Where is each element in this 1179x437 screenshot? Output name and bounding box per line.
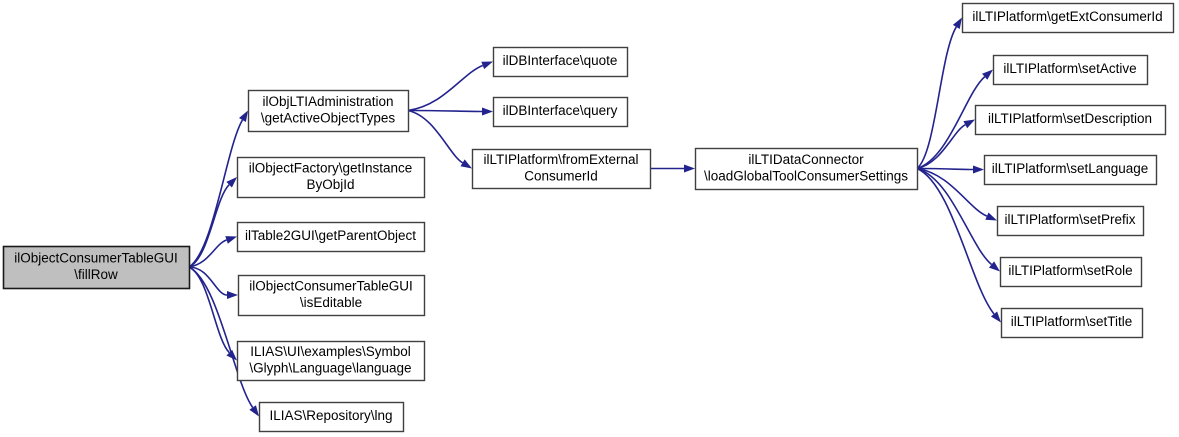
graph-node-setPrefix[interactable]: ilLTIPlatform\setPrefix	[996, 205, 1145, 237]
call-edge-arrowhead	[225, 236, 237, 244]
node-box-getActiveObjectTypes[interactable]	[247, 89, 410, 133]
call-edge-root-to-isEditable	[188, 266, 228, 296]
call-edge-arrowhead	[963, 119, 975, 129]
node-box-getInstanceByObjId[interactable]	[236, 156, 426, 199]
node-box-setTitle[interactable]	[1000, 307, 1144, 339]
graph-node-glyphLanguage[interactable]: ILIAS\UI\examples\Symbol\Glyph\Language\…	[236, 340, 426, 382]
graph-node-getExtConsumerId[interactable]: ilLTIPlatform\getExtConsumerId	[961, 2, 1175, 34]
call-edge-arrowhead	[238, 110, 248, 123]
graph-node-repositoryLng[interactable]: ILIAS\Repository\lng	[258, 401, 405, 433]
node-label-getActiveObjectTypes: \getActiveObjectTypes	[261, 110, 396, 125]
graph-node-setRole[interactable]: ilLTIPlatform\setRole	[999, 256, 1143, 288]
edge-layer	[188, 17, 1001, 417]
call-edge-arrowhead	[684, 164, 695, 173]
call-edge-loadGlobalToolConsumerSettings-to-setPrefix	[916, 167, 988, 217]
call-edge-root-to-getActiveObjectTypes	[188, 119, 244, 268]
node-box-dbQuote[interactable]	[492, 46, 629, 78]
node-label-dbQuote: ilDBInterface\quote	[503, 53, 618, 68]
node-box-setActive[interactable]	[992, 54, 1149, 86]
graph-node-root[interactable]: ilObjectConsumerTableGUI \fillRow	[2, 245, 191, 290]
node-label-fromExternalConsumerId: ConsumerId	[524, 168, 598, 183]
node-label-getInstanceByObjId: ByObjId	[306, 177, 354, 192]
node-label-setPrefix: ilLTIPlatform\setPrefix	[1004, 212, 1135, 227]
graph-node-setDescription[interactable]: ilLTIPlatform\setDescription	[974, 104, 1167, 136]
call-edge-arrowhead	[982, 69, 993, 80]
node-label-isEditable: \isEditable	[300, 295, 362, 310]
call-edge-arrowhead	[249, 405, 259, 417]
graph-node-getActiveObjectTypes[interactable]: ilObjLTIAdministration\getActiveObjectTy…	[247, 89, 410, 133]
call-edge-arrowhead	[988, 261, 1000, 272]
call-edge-arrowhead	[952, 17, 962, 29]
call-edge-getActiveObjectTypes-to-dbQuery	[407, 109, 483, 113]
node-box-setLanguage[interactable]	[983, 154, 1158, 186]
call-edge-arrowhead	[227, 291, 238, 299]
graph-node-setTitle[interactable]: ilLTIPlatform\setTitle	[1000, 307, 1144, 339]
node-label-dbQuery: ilDBInterface\query	[503, 103, 618, 118]
call-edge-arrowhead	[460, 159, 472, 169]
call-edge-getActiveObjectTypes-to-dbQuote	[407, 64, 484, 112]
node-box-glyphLanguage[interactable]	[236, 340, 426, 382]
call-edge-root-to-getInstanceByObjId	[188, 184, 230, 268]
node-label-setActive: ilLTIPlatform\setActive	[1003, 61, 1136, 76]
node-label-isEditable: ilObjectConsumerTableGUI	[249, 278, 413, 293]
node-label-getParentObject: ilTable2GUI\getParentObject	[245, 228, 416, 243]
call-edge-loadGlobalToolConsumerSettings-to-setActive	[916, 76, 986, 170]
node-box-setRole[interactable]	[999, 256, 1143, 288]
node-label-getInstanceByObjId: ilObjectFactory\getInstance	[249, 160, 413, 175]
node-box-loadGlobalToolConsumerSettings[interactable]	[694, 147, 919, 191]
call-edge-arrowhead	[482, 107, 493, 116]
graph-node-loadGlobalToolConsumerSettings[interactable]: ilLTIDataConnector\loadGlobalToolConsume…	[694, 147, 919, 191]
node-box-fromExternalConsumerId[interactable]	[471, 148, 652, 190]
call-edge-root-to-getParentObject	[188, 239, 227, 268]
node-label-getExtConsumerId: ilLTIPlatform\getExtConsumerId	[972, 9, 1162, 24]
node-label-loadGlobalToolConsumerSettings: \loadGlobalToolConsumerSettings	[704, 168, 908, 183]
node-box-setDescription[interactable]	[974, 104, 1167, 136]
node-label-loadGlobalToolConsumerSettings: ilLTIDataConnector	[748, 152, 864, 167]
node-label-glyphLanguage: ILIAS\UI\examples\Symbol	[250, 344, 411, 359]
node-label-repositoryLng: ILIAS\Repository\lng	[269, 408, 392, 423]
node-box-isEditable[interactable]	[237, 274, 426, 317]
call-edge-arrowhead	[481, 61, 493, 70]
node-label-fromExternalConsumerId: ilLTIPlatform\fromExternal	[483, 152, 638, 167]
call-edge-arrowhead	[226, 177, 237, 188]
graph-node-isEditable[interactable]: ilObjectConsumerTableGUI \isEditable	[237, 274, 426, 317]
call-edge-loadGlobalToolConsumerSettings-to-setTitle	[916, 167, 995, 315]
node-label-setRole: ilLTIPlatform\setRole	[1008, 263, 1132, 278]
node-box-repositoryLng[interactable]	[258, 401, 405, 433]
call-edge-root-to-glyphLanguage	[188, 266, 230, 354]
call-edge-getActiveObjectTypes-to-fromExternalConsumerId	[407, 109, 464, 164]
call-edge-root-to-repositoryLng	[188, 266, 254, 408]
call-edge-loadGlobalToolConsumerSettings-to-getExtConsumerId	[916, 26, 957, 170]
node-box-getParentObject[interactable]	[236, 221, 426, 253]
graph-node-getParentObject[interactable]: ilTable2GUI\getParentObject	[236, 221, 426, 253]
call-edge-loadGlobalToolConsumerSettings-to-setDescription	[916, 123, 966, 170]
node-label-setDescription: ilLTIPlatform\setDescription	[988, 111, 1152, 126]
call-edge-loadGlobalToolConsumerSettings-to-setRole	[916, 167, 993, 266]
node-label-getActiveObjectTypes: ilObjLTIAdministration	[262, 94, 393, 109]
call-edge-arrowhead	[990, 311, 1001, 323]
graph-node-setLanguage[interactable]: ilLTIPlatform\setLanguage	[983, 154, 1158, 186]
node-label-setTitle: ilLTIPlatform\setTitle	[1011, 314, 1133, 329]
call-edge-loadGlobalToolConsumerSettings-to-setLanguage	[916, 167, 974, 171]
node-box-dbQuery[interactable]	[492, 96, 629, 128]
call-edge-arrowhead	[973, 165, 984, 174]
graph-node-dbQuote[interactable]: ilDBInterface\quote	[492, 46, 629, 78]
node-label-setLanguage: ilLTIPlatform\setLanguage	[992, 161, 1149, 176]
node-label-glyphLanguage: \Glyph\Language\language	[249, 360, 411, 375]
graph-node-setActive[interactable]: ilLTIPlatform\setActive	[992, 54, 1149, 86]
node-box-root[interactable]	[2, 245, 191, 290]
node-box-setPrefix[interactable]	[996, 205, 1145, 237]
node-box-getExtConsumerId[interactable]	[961, 2, 1175, 34]
graph-node-dbQuery[interactable]: ilDBInterface\query	[492, 96, 629, 128]
node-label-root: \fillRow	[74, 267, 118, 282]
call-edge-arrowhead	[985, 212, 997, 221]
node-label-root: ilObjectConsumerTableGUI	[14, 250, 178, 265]
